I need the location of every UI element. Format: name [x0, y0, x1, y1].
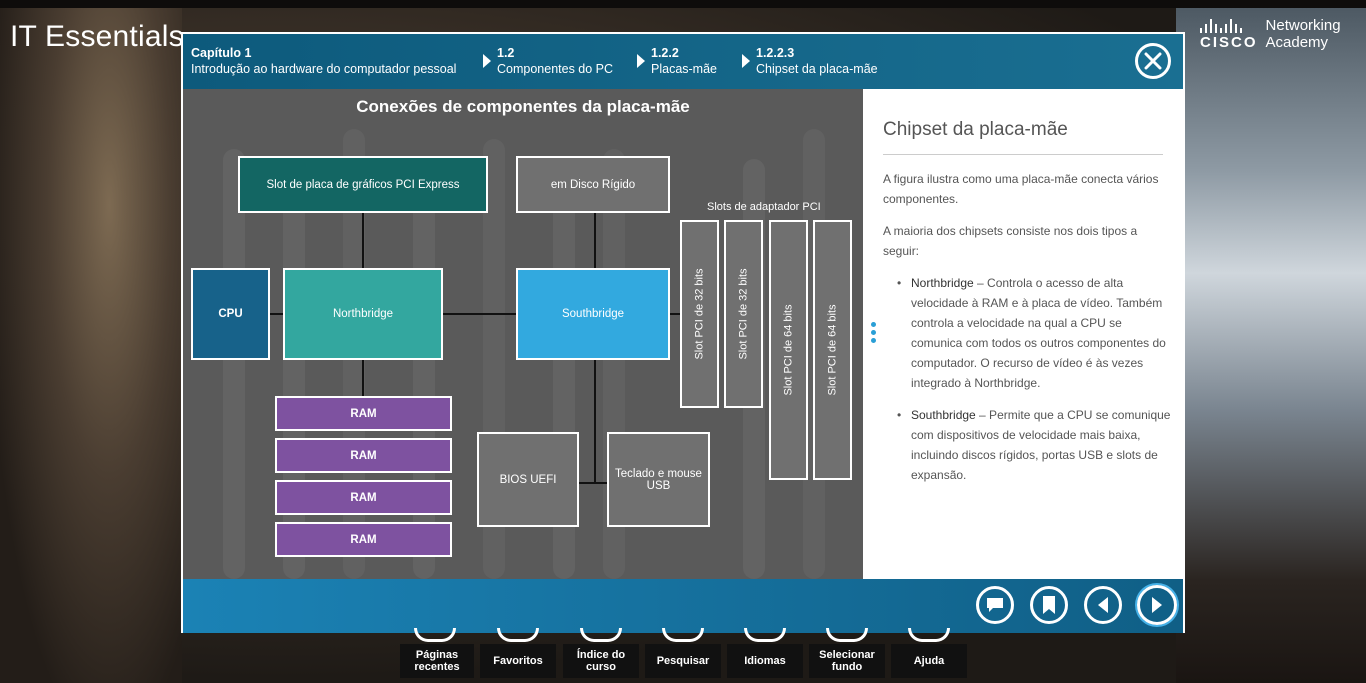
- breadcrumb-arrow-icon: [742, 54, 750, 68]
- connector-line: [442, 313, 516, 315]
- pci-slot-32bit-1[interactable]: Slot PCI de 32 bits: [680, 220, 719, 408]
- bullet-icon: •: [897, 408, 902, 422]
- ram-box-2[interactable]: RAM: [275, 438, 452, 473]
- bookmark-button[interactable]: [1030, 586, 1068, 624]
- pci-slot-label: Slot PCI de 32 bits: [693, 268, 706, 360]
- nav-select-background[interactable]: Selecionar fundo: [809, 644, 885, 678]
- cisco-word: CISCO: [1200, 34, 1258, 51]
- bookmark-icon: [1043, 596, 1055, 614]
- cisco-bars-icon: [1200, 19, 1258, 33]
- gpu-slot-box[interactable]: Slot de placa de gráficos PCI Express: [238, 156, 488, 213]
- breadcrumb-topic[interactable]: 1.2.2.3 Chipset da placa-mãe: [756, 46, 878, 76]
- southbridge-description: – Permite que a CPU se comunique com dis…: [911, 408, 1171, 482]
- breadcrumb: Capítulo 1 Introdução ao hardware do com…: [183, 34, 1183, 89]
- connector-line: [578, 482, 608, 484]
- brand-line1: Networking: [1265, 17, 1341, 34]
- background-right: [1176, 0, 1366, 683]
- pci-slot-label: Slot PCI de 64 bits: [782, 304, 795, 396]
- cpu-box[interactable]: CPU: [191, 268, 270, 360]
- text-panel: Chipset da placa-mãe A figura ilustra co…: [863, 89, 1183, 579]
- nav-arc-icon: [414, 628, 456, 642]
- motherboard-diagram: Conexões de componentes da placa-mãe Slo…: [183, 89, 863, 579]
- app-title: IT Essentials: [10, 20, 184, 53]
- nav-arc-icon: [826, 628, 868, 642]
- top-bar: [0, 0, 1366, 8]
- breadcrumb-chapter[interactable]: Capítulo 1 Introdução ao hardware do com…: [191, 46, 457, 76]
- pci-slot-label: Slot PCI de 32 bits: [737, 268, 750, 360]
- nav-arc-icon: [662, 628, 704, 642]
- previous-button[interactable]: [1084, 586, 1122, 624]
- southbridge-box[interactable]: Southbridge: [516, 268, 670, 360]
- connector-line: [362, 360, 364, 398]
- breadcrumb-arrow-icon: [637, 54, 645, 68]
- chat-button[interactable]: [976, 586, 1014, 624]
- pci-slot-64bit-1[interactable]: Slot PCI de 64 bits: [769, 220, 808, 480]
- divider: [883, 154, 1163, 155]
- hard-disk-box[interactable]: em Disco Rígido: [516, 156, 670, 213]
- pci-slot-label: Slot PCI de 64 bits: [826, 304, 839, 396]
- paragraph-1: A figura ilustra como uma placa-mãe cone…: [883, 172, 1159, 206]
- nav-arc-icon: [908, 628, 950, 642]
- content-modal: Capítulo 1 Introdução ao hardware do com…: [181, 32, 1185, 633]
- previous-icon: [1098, 597, 1108, 613]
- panel-resize-handle[interactable]: [871, 322, 876, 346]
- chat-icon: [987, 598, 1003, 612]
- northbridge-description: – Controla o acesso de alta velocidade à…: [911, 276, 1166, 390]
- breadcrumb-subsection[interactable]: 1.2.2 Placas-mãe: [651, 46, 717, 76]
- panel-title: Chipset da placa-mãe: [883, 119, 1068, 140]
- connector-line: [668, 313, 680, 315]
- breadcrumb-section[interactable]: 1.2 Componentes do PC: [497, 46, 614, 76]
- nav-languages[interactable]: Idiomas: [727, 644, 803, 678]
- pci-slot-64bit-2[interactable]: Slot PCI de 64 bits: [813, 220, 852, 480]
- list-item-northbridge: • Northbridge – Controla o acesso de alt…: [897, 273, 1173, 393]
- bottom-nav: Páginas recentes Favoritos Índice do cur…: [0, 628, 1366, 683]
- next-icon: [1152, 597, 1162, 613]
- ram-box-4[interactable]: RAM: [275, 522, 452, 557]
- pci-slots-label: Slots de adaptador PCI: [707, 201, 821, 213]
- breadcrumb-arrow-icon: [483, 54, 491, 68]
- nav-favorites[interactable]: Favoritos: [480, 644, 556, 678]
- term-northbridge: Northbridge: [911, 276, 974, 290]
- nav-arc-icon: [744, 628, 786, 642]
- list-item-southbridge: • Southbridge – Permite que a CPU se com…: [897, 405, 1173, 485]
- bios-uefi-box[interactable]: BIOS UEFI: [477, 432, 579, 527]
- paragraph-2: A maioria dos chipsets consiste nos dois…: [883, 224, 1138, 258]
- diagram-title: Conexões de componentes da placa-mãe: [356, 97, 690, 116]
- nav-course-index[interactable]: Índice do curso: [563, 644, 639, 678]
- connector-line: [362, 213, 364, 268]
- nav-arc-icon: [497, 628, 539, 642]
- usb-box[interactable]: Teclado e mouse USB: [607, 432, 710, 527]
- northbridge-box[interactable]: Northbridge: [283, 268, 443, 360]
- cisco-logo: CISCO Networking Academy: [1200, 17, 1341, 51]
- next-button[interactable]: [1137, 585, 1177, 625]
- nav-help[interactable]: Ajuda: [891, 644, 967, 678]
- term-southbridge: Southbridge: [911, 408, 976, 422]
- nav-search[interactable]: Pesquisar: [645, 644, 721, 678]
- connector-line: [269, 313, 283, 315]
- pci-slot-32bit-2[interactable]: Slot PCI de 32 bits: [724, 220, 763, 408]
- nav-arc-icon: [580, 628, 622, 642]
- connector-line: [594, 213, 596, 268]
- modal-footer: [183, 579, 1183, 633]
- close-icon: [1144, 52, 1162, 70]
- ram-box-1[interactable]: RAM: [275, 396, 452, 431]
- brand-line2: Academy: [1265, 34, 1329, 51]
- ram-box-3[interactable]: RAM: [275, 480, 452, 515]
- nav-recent-pages[interactable]: Páginas recentes: [400, 644, 474, 678]
- close-button[interactable]: [1135, 43, 1171, 79]
- connector-line: [594, 360, 596, 484]
- bullet-icon: •: [897, 276, 902, 290]
- background-left: [0, 0, 182, 683]
